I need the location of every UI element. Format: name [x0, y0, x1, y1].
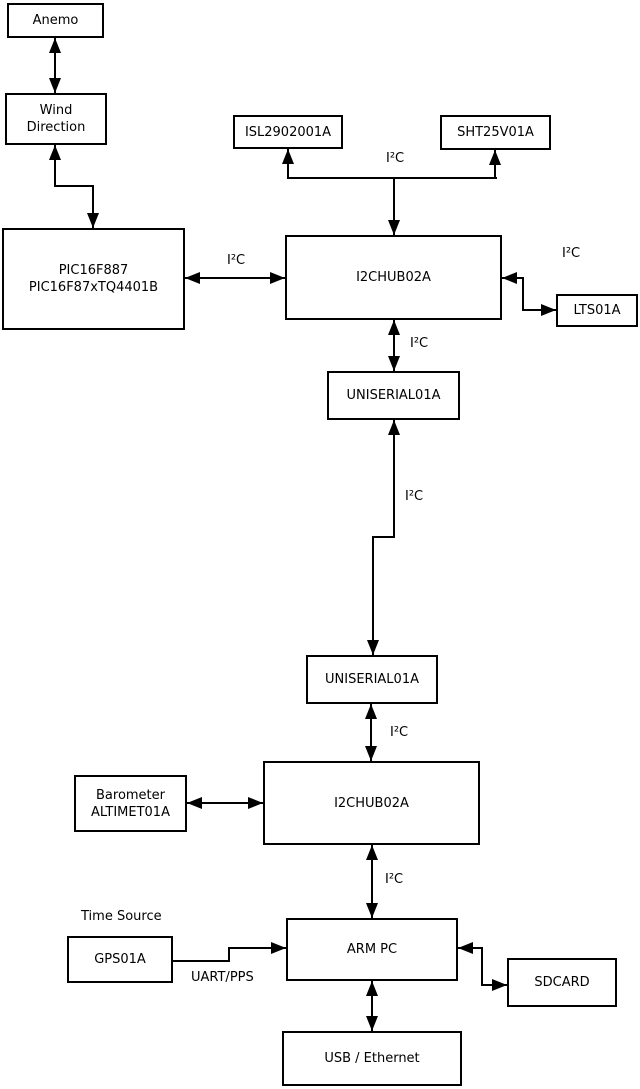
connector-wind-direction--pic16f887: [54, 145, 56, 187]
connector-pic16f887--i2chub02a-upper: [185, 277, 285, 279]
arrowhead-up-icon: [388, 320, 400, 335]
arrowhead-down-icon: [388, 220, 400, 235]
node-sdcard: SDCARD: [507, 958, 617, 1007]
node-label-anemo: Anemo: [32, 13, 79, 28]
node-label-wind-direction: Wind Direction: [26, 103, 86, 135]
label-i2c-uniserial2-hub2: I²C: [390, 725, 409, 740]
arrowhead-up-icon: [365, 704, 377, 719]
label-i2c-uniserial-link: I²C: [405, 489, 424, 504]
node-uniserial01a-upper: UNISERIAL01A: [327, 371, 460, 420]
node-uniserial01a-lower: UNISERIAL01A: [306, 655, 438, 704]
node-label-uniserial01a-lower: UNISERIAL01A: [325, 672, 419, 687]
arrowhead-right-icon: [541, 304, 556, 316]
connector-gps01a--arm-pc: [228, 947, 230, 962]
node-label-sdcard: SDCARD: [534, 975, 590, 990]
node-label-uniserial01a-upper: UNISERIAL01A: [346, 388, 441, 403]
node-label-lts01a: LTS01A: [573, 303, 621, 318]
arrowhead-up-icon: [49, 38, 61, 53]
connector-gps01a--arm-pc: [228, 947, 286, 949]
label-i2c-hub1-uniserial1: I²C: [410, 336, 429, 351]
connector-wind-direction--pic16f887: [92, 185, 94, 228]
arrowhead-left-icon: [187, 797, 202, 809]
arrowhead-up-icon: [489, 150, 501, 165]
arrowhead-right-icon: [492, 979, 507, 991]
node-label-gps01a: GPS01A: [94, 952, 146, 967]
node-anemo: Anemo: [7, 3, 104, 38]
connector-uniserial01a-upper--uniserial01a-lower: [372, 536, 395, 538]
connector-wind-direction--pic16f887: [54, 185, 94, 187]
node-wind-direction: Wind Direction: [5, 93, 107, 145]
node-sht25v01a: SHT25V01A: [440, 115, 551, 150]
connector-i2chub02a-lower--arm-pc: [371, 845, 373, 918]
arrowhead-down-icon: [367, 640, 379, 655]
connector-uniserial01a-upper--uniserial01a-lower: [393, 420, 395, 538]
connector-anemo--wind-direction: [54, 38, 56, 93]
arrowhead-right-icon: [270, 272, 285, 284]
arrowhead-up-icon: [366, 845, 378, 860]
label-i2c-hub2-arm: I²C: [385, 872, 404, 887]
node-arm-pc: ARM PC: [286, 918, 458, 981]
arrowhead-down-icon: [87, 213, 99, 228]
node-label-i2chub02a-upper: I2CHUB02A: [356, 270, 431, 285]
connector-uniserial01a-upper--uniserial01a-lower: [372, 536, 374, 655]
label-i2c-pic-hub: I²C: [227, 253, 246, 268]
arrowhead-up-icon: [366, 981, 378, 996]
arrowhead-up-icon: [282, 149, 294, 164]
node-isl2902001a: ISL2902001A: [233, 115, 343, 149]
arrowhead-right-icon: [271, 942, 286, 954]
node-lts01a: LTS01A: [556, 294, 638, 327]
node-label-barometer-altimet01a: Barometer ALTIMET01A: [91, 787, 170, 820]
label-uart-pps: UART/PPS: [191, 970, 254, 985]
connector-arm-pc--usb-ethernet: [371, 981, 373, 1031]
connector-i2chub02a-upper--isl-sht: [287, 177, 497, 179]
node-label-isl2902001a: ISL2902001A: [244, 124, 332, 140]
node-label-sht25v01a: SHT25V01A: [457, 125, 534, 140]
connector-i2chub02a-upper--lts01a: [522, 309, 556, 311]
label-time-source: Time Source: [81, 909, 162, 924]
arrowhead-up-icon: [388, 420, 400, 435]
arrowhead-left-icon: [502, 272, 517, 284]
connector-uniserial01a-lower--i2chub02a-lower: [370, 704, 372, 761]
connector-i2chub02a-upper--isl-sht: [287, 149, 289, 179]
label-i2c-hub-lts: I²C: [562, 246, 581, 261]
node-label-pic16f887: PIC16F887 PIC16F87xTQ4401B: [28, 263, 159, 295]
arrowhead-left-icon: [458, 942, 473, 954]
arrowhead-down-icon: [49, 78, 61, 93]
connector-arm-pc--sdcard: [481, 947, 483, 986]
arrowhead-down-icon: [366, 903, 378, 918]
connector-i2chub02a-upper--isl-sht: [393, 177, 395, 235]
arrowhead-down-icon: [366, 1016, 378, 1031]
label-i2c-sensors-top: I²C: [386, 151, 405, 166]
arrowhead-down-icon: [388, 356, 400, 371]
node-i2chub02a-upper: I2CHUB02A: [285, 235, 502, 320]
node-pic16f887: PIC16F887 PIC16F87xTQ4401B: [2, 228, 185, 330]
connector-barometer--i2chub02a-lower: [187, 802, 263, 804]
node-i2chub02a-lower: I2CHUB02A: [263, 761, 480, 845]
node-usb-ethernet: USB / Ethernet: [282, 1031, 462, 1086]
arrowhead-up-icon: [49, 145, 61, 160]
node-label-usb-ethernet: USB / Ethernet: [324, 1051, 420, 1066]
node-label-arm-pc: ARM PC: [346, 942, 398, 957]
arrowhead-down-icon: [365, 746, 377, 761]
connector-gps01a--arm-pc: [173, 960, 230, 962]
arrowhead-right-icon: [248, 797, 263, 809]
node-gps01a: GPS01A: [67, 936, 173, 983]
connector-i2chub02a-upper--lts01a: [522, 277, 524, 311]
node-label-i2chub02a-lower: I2CHUB02A: [334, 795, 409, 811]
node-barometer-altimet01a: Barometer ALTIMET01A: [74, 775, 187, 832]
connector-i2chub02a-upper--uniserial01a-upper: [393, 320, 395, 371]
arrowhead-left-icon: [185, 272, 200, 284]
